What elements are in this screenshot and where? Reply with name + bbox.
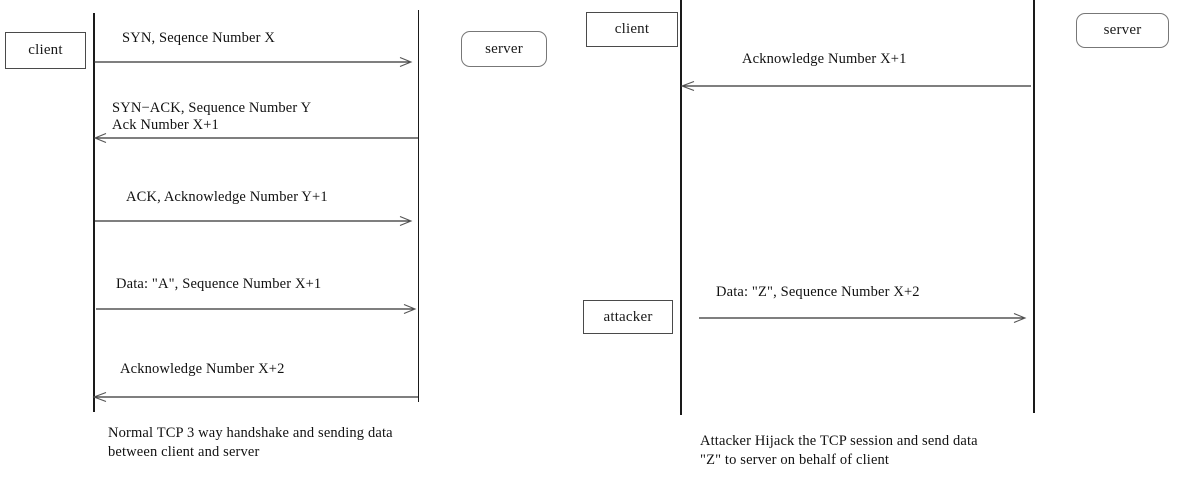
left-participant-client-label: client — [28, 42, 63, 58]
left-message-synack-label-line1: SYN−ACK, Sequence Number Y — [112, 100, 312, 116]
left-participant-server-label: server — [485, 40, 523, 57]
left-participant-client-box[interactable]: client — [5, 32, 86, 69]
left-message-synack-label-line2: Ack Number X+1 — [112, 117, 219, 133]
left-message-ack-arrow-right — [95, 215, 413, 227]
left-message-ack-x2-label: Acknowledge Number X+2 — [120, 361, 285, 377]
left-participant-server-box[interactable]: server — [461, 31, 547, 67]
right-participant-client-label: client — [614, 21, 650, 37]
right-message-data-z-arrow-right — [699, 312, 1027, 324]
left-message-ack-label: ACK, Acknowledge Number Y+1 — [126, 189, 328, 205]
right-panel-caption: Attacker Hijack the TCP session and send… — [700, 433, 978, 468]
left-message-syn-label: SYN, Seqence Number X — [122, 30, 275, 46]
left-lifeline-server — [418, 10, 419, 402]
right-participant-client-box[interactable]: client — [586, 12, 678, 47]
left-message-data-a-arrow-right — [96, 303, 417, 315]
right-message-ack-x1-label: Acknowledge Number X+1 — [742, 51, 907, 67]
left-message-syn-arrow-right — [94, 56, 413, 68]
left-message-ack-x2-arrow-left — [92, 391, 418, 403]
left-message-data-a-label: Data: "A", Sequence Number X+1 — [116, 276, 322, 292]
right-participant-attacker-label: attacker — [603, 308, 653, 325]
right-message-ack-x1-arrow-left — [680, 80, 1031, 92]
right-lifeline-server — [1033, 0, 1035, 413]
right-message-data-z-label: Data: "Z", Sequence Number X+2 — [716, 284, 920, 300]
right-participant-server-box[interactable]: server — [1076, 13, 1169, 48]
right-participant-server-label: server — [1103, 22, 1142, 38]
left-lifeline-client — [93, 13, 95, 412]
right-participant-attacker-box[interactable]: attacker — [583, 300, 673, 334]
right-lifeline-client — [680, 0, 682, 415]
left-panel-caption: Normal TCP 3 way handshake and sending d… — [108, 425, 393, 460]
